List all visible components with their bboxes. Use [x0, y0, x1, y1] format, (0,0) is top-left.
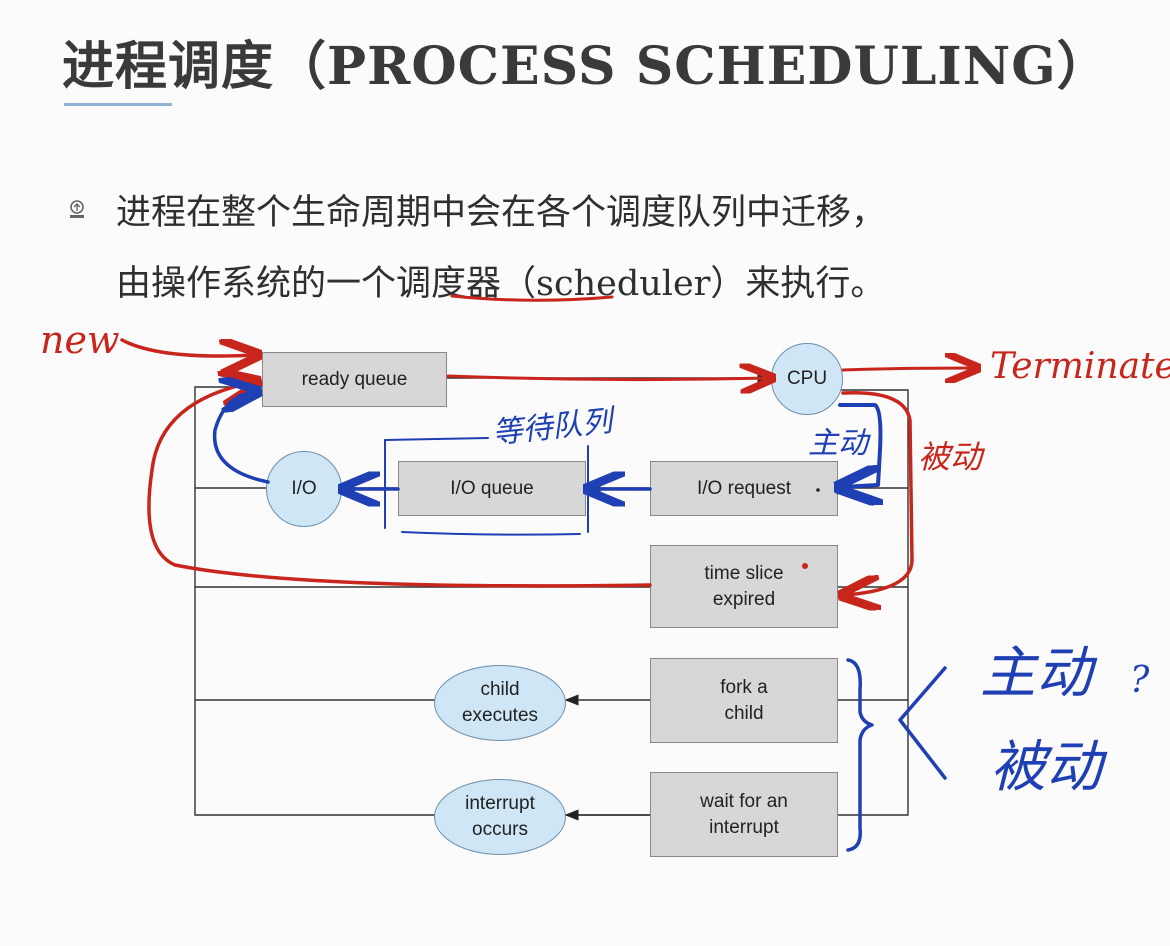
fork-child-box: fork a child	[650, 658, 838, 743]
annotation-terminated: Terminated	[990, 346, 1170, 387]
slide-title: 进程调度（PROCESS SCHEDULING）	[62, 36, 1110, 97]
title-underline	[64, 103, 172, 106]
cpu-circle: CPU	[771, 343, 843, 415]
annotation-passive-cpu: 被动	[918, 438, 983, 476]
child-executes-ellipse: child executes	[434, 665, 566, 741]
annotation-active-right: 主动	[980, 641, 1092, 706]
io-request-box: I/O request	[650, 461, 838, 516]
annotation-question-mark: ?	[1130, 660, 1150, 701]
wait-interrupt-box: wait for an interrupt	[650, 772, 838, 857]
io-circle: I/O	[266, 451, 342, 527]
bullet-icon	[70, 200, 84, 218]
paragraph-line-2: 由操作系统的一个调度器（scheduler）来执行。	[116, 264, 886, 304]
annotation-active-cpu: 主动	[808, 426, 868, 461]
ready-queue-box: ready queue	[262, 352, 447, 407]
annotation-passive-right: 被动	[990, 735, 1102, 800]
io-queue-box: I/O queue	[398, 461, 586, 516]
annotation-new: new	[40, 318, 120, 362]
interrupt-occurs-ellipse: interrupt occurs	[434, 779, 566, 855]
paragraph-line-1: 进程在整个生命周期中会在各个调度队列中迁移，	[116, 193, 887, 233]
